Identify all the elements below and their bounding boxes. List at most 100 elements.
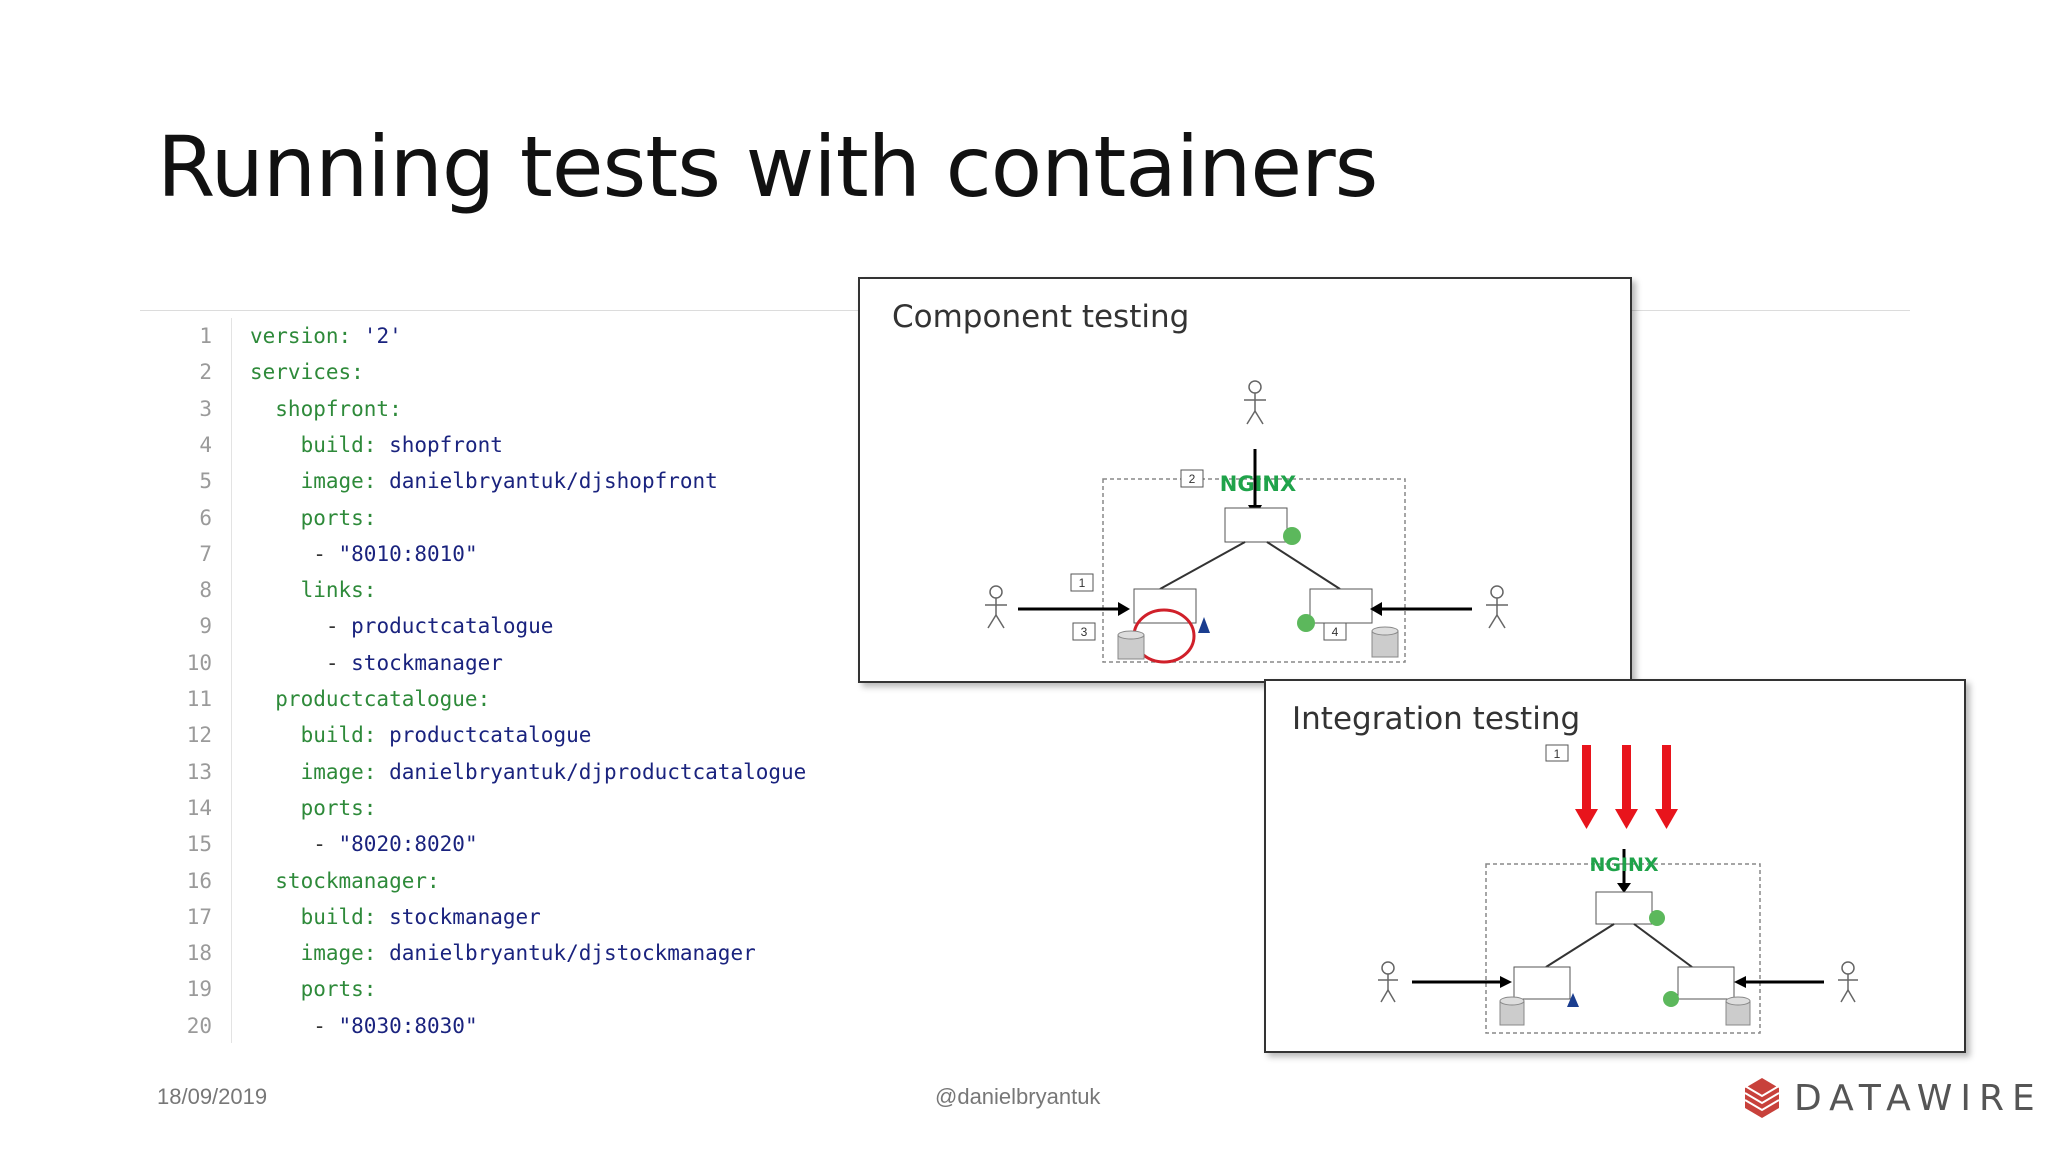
arrow-head xyxy=(1118,602,1130,616)
footer-handle: @danielbryantuk xyxy=(935,1084,1101,1109)
line-number: 10 xyxy=(186,650,212,675)
line-number: 15 xyxy=(186,832,212,857)
code-key: image: xyxy=(250,759,377,784)
line-number: 17 xyxy=(186,904,212,929)
step-badge xyxy=(1072,622,1096,641)
code-value: stockmanager xyxy=(351,650,503,675)
line-number: 13 xyxy=(186,759,212,784)
code-line: 11 productcatalogue: xyxy=(140,681,491,717)
line-number: 1 xyxy=(199,324,212,348)
code-line: 7 - "8010:8010" xyxy=(140,536,477,572)
code-key: stockmanager: xyxy=(250,868,440,893)
stockmanager-service xyxy=(1677,966,1735,1000)
nginx-logo: NGINX xyxy=(1220,472,1296,496)
code-key: services: xyxy=(250,360,364,385)
spring-power-icon xyxy=(1663,991,1679,1007)
database-icon xyxy=(1499,996,1525,1026)
spring-power-icon xyxy=(1649,910,1665,926)
internal-product-owner-actor xyxy=(985,585,1007,629)
line-number: 7 xyxy=(199,541,212,566)
integration-diagram-svg: 1 NGINX xyxy=(1378,744,1858,1034)
code-key: image: xyxy=(250,469,377,494)
database-icon xyxy=(1117,630,1145,660)
line-number: 14 xyxy=(186,795,212,820)
shopfront-service xyxy=(1595,891,1653,925)
code-key: build: xyxy=(250,432,377,457)
footer-date: 18/09/2019 xyxy=(157,1084,268,1109)
code-value: danielbryantuk/djstockmanager xyxy=(376,941,756,966)
code-value: productcatalogue xyxy=(376,723,592,748)
step-badge-label: 1 xyxy=(1554,747,1561,761)
code-line: 20 - "8030:8030" xyxy=(140,1008,478,1044)
link-line xyxy=(1266,541,1341,590)
line-number: 8 xyxy=(199,578,212,603)
code-key: image: xyxy=(250,941,377,966)
code-key: - xyxy=(250,832,339,857)
build-tool-icon xyxy=(1567,993,1579,1007)
link-line xyxy=(1545,923,1615,968)
code-key: ports: xyxy=(250,977,377,1002)
code-key: links: xyxy=(250,578,377,603)
arrow-head xyxy=(1734,976,1746,988)
code-line: 2 services: xyxy=(140,354,364,390)
brand-name: DATAWIRE xyxy=(1794,1078,2043,1119)
step-badge-label: 4 xyxy=(1332,625,1339,639)
code-line: 18 image: danielbryantuk/djstockmanager xyxy=(140,935,756,971)
line-number: 3 xyxy=(199,396,212,421)
spring-power-icon xyxy=(1283,527,1301,545)
slide-title: Running tests with containers xyxy=(157,118,1378,216)
line-number: 4 xyxy=(199,432,212,457)
component-diagram-svg: 2 NGINX xyxy=(985,380,1508,664)
code-value: danielbryantuk/djshopfront xyxy=(376,469,718,494)
arrow-head xyxy=(1617,883,1631,893)
code-line: 14 ports: xyxy=(140,790,377,826)
internal-stock-owner-actor xyxy=(1838,961,1858,1003)
line-number: 12 xyxy=(186,723,212,748)
component-testing-title: Component testing xyxy=(892,299,1190,335)
code-key: productcatalogue: xyxy=(250,687,491,711)
code-key: build: xyxy=(250,904,377,929)
spring-power-icon xyxy=(1297,614,1315,632)
code-line: 10 - stockmanager xyxy=(140,645,503,681)
line-number: 18 xyxy=(186,941,212,966)
code-line: 19 ports: xyxy=(140,971,377,1007)
code-value: danielbryantuk/djproductcatalogue xyxy=(376,759,807,784)
code-line: 13 image: danielbryantuk/djproductcatalo… xyxy=(140,754,807,790)
code-value: "8020:8020" xyxy=(338,832,478,857)
code-key: - xyxy=(250,1013,339,1038)
code-line: 15 - "8020:8020" xyxy=(140,826,478,862)
component-testing-diagram: Component testing 2 NGINX xyxy=(858,277,1632,683)
step-badge-label: 2 xyxy=(1189,472,1196,486)
code-value: "8030:8030" xyxy=(338,1013,478,1038)
database-icon xyxy=(1371,626,1399,658)
code-key: - xyxy=(250,614,352,639)
code-value: productcatalogue xyxy=(351,614,554,639)
code-line: 12 build: productcatalogue xyxy=(140,717,592,753)
database-icon xyxy=(1725,996,1751,1026)
code-key: version: xyxy=(250,324,352,348)
code-value: shopfront xyxy=(376,432,503,457)
step-badge-label: 1 xyxy=(1079,576,1086,590)
line-number: 19 xyxy=(186,977,212,1002)
datawire-mark-icon xyxy=(1744,1078,1780,1118)
code-line: 6 ports: xyxy=(140,500,376,536)
line-number: 5 xyxy=(199,469,212,494)
code-key: - xyxy=(250,650,352,675)
link-line xyxy=(1159,541,1246,590)
code-key: - xyxy=(250,541,339,566)
line-number: 2 xyxy=(199,360,212,385)
stockmanager-service xyxy=(1309,588,1373,624)
integration-testing-title: Integration testing xyxy=(1292,701,1581,737)
code-value: stockmanager xyxy=(376,904,541,929)
code-line: 3 shopfront: xyxy=(140,391,401,427)
code-key: ports: xyxy=(250,505,377,530)
code-key: build: xyxy=(250,723,377,748)
gutter-divider xyxy=(231,318,232,1043)
code-line: 4 build: shopfront xyxy=(140,427,503,463)
step-badge xyxy=(1545,744,1569,762)
arrow-head xyxy=(1370,602,1382,616)
build-tool-icon xyxy=(1198,617,1210,633)
line-number: 11 xyxy=(186,687,212,711)
external-customer-actor xyxy=(1244,380,1266,425)
